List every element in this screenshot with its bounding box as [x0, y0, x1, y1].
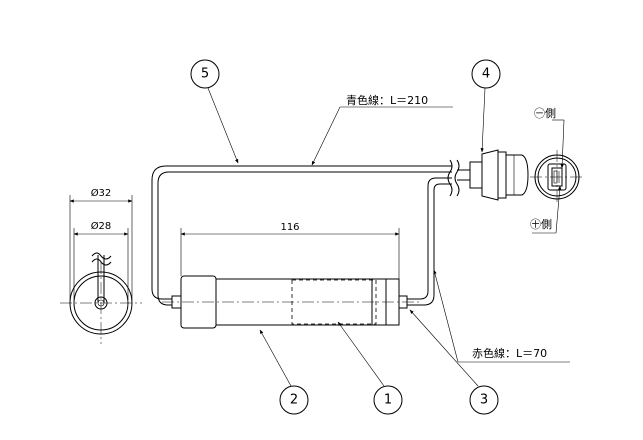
blue-wire — [151, 165, 452, 306]
balloon-1 — [373, 385, 403, 415]
red-wire-label: 赤色線：L＝70 — [472, 346, 547, 360]
balloon-1-number: 1 — [384, 393, 392, 408]
length-label: 116 — [280, 222, 299, 233]
balloon-4-number: 4 — [482, 67, 490, 82]
balloon-3-leader — [409, 309, 479, 387]
plus-side-label: ㊉側 — [530, 218, 552, 231]
balloon-2-leader — [259, 329, 292, 387]
balloon-3 — [469, 385, 499, 415]
cylinder-body — [162, 275, 420, 329]
balloon-5-number: 5 — [201, 67, 209, 82]
end-view — [60, 195, 142, 344]
connector — [469, 149, 529, 201]
connector-face — [530, 119, 585, 234]
balloon-5-leader — [207, 87, 239, 164]
balloon-2 — [279, 385, 309, 415]
blue-wire-leader — [311, 106, 341, 166]
balloon-3-number: 3 — [480, 393, 488, 408]
length-dimension — [180, 228, 400, 279]
balloon-1-leader — [337, 321, 385, 387]
balloon-5 — [190, 59, 220, 89]
blue-wire-label: 青色線：L＝210 — [346, 93, 428, 107]
minus-side-label: ㊀側 — [534, 107, 556, 120]
balloon-4-leader — [480, 87, 486, 153]
inner-diameter-label: Ø28 — [91, 220, 112, 232]
outer-diameter-label: Ø32 — [91, 187, 112, 199]
balloon-4 — [471, 59, 501, 89]
red-wire — [407, 177, 452, 306]
balloon-2-number: 2 — [290, 393, 298, 408]
wire-break — [447, 159, 470, 197]
red-wire-leader — [433, 269, 459, 363]
